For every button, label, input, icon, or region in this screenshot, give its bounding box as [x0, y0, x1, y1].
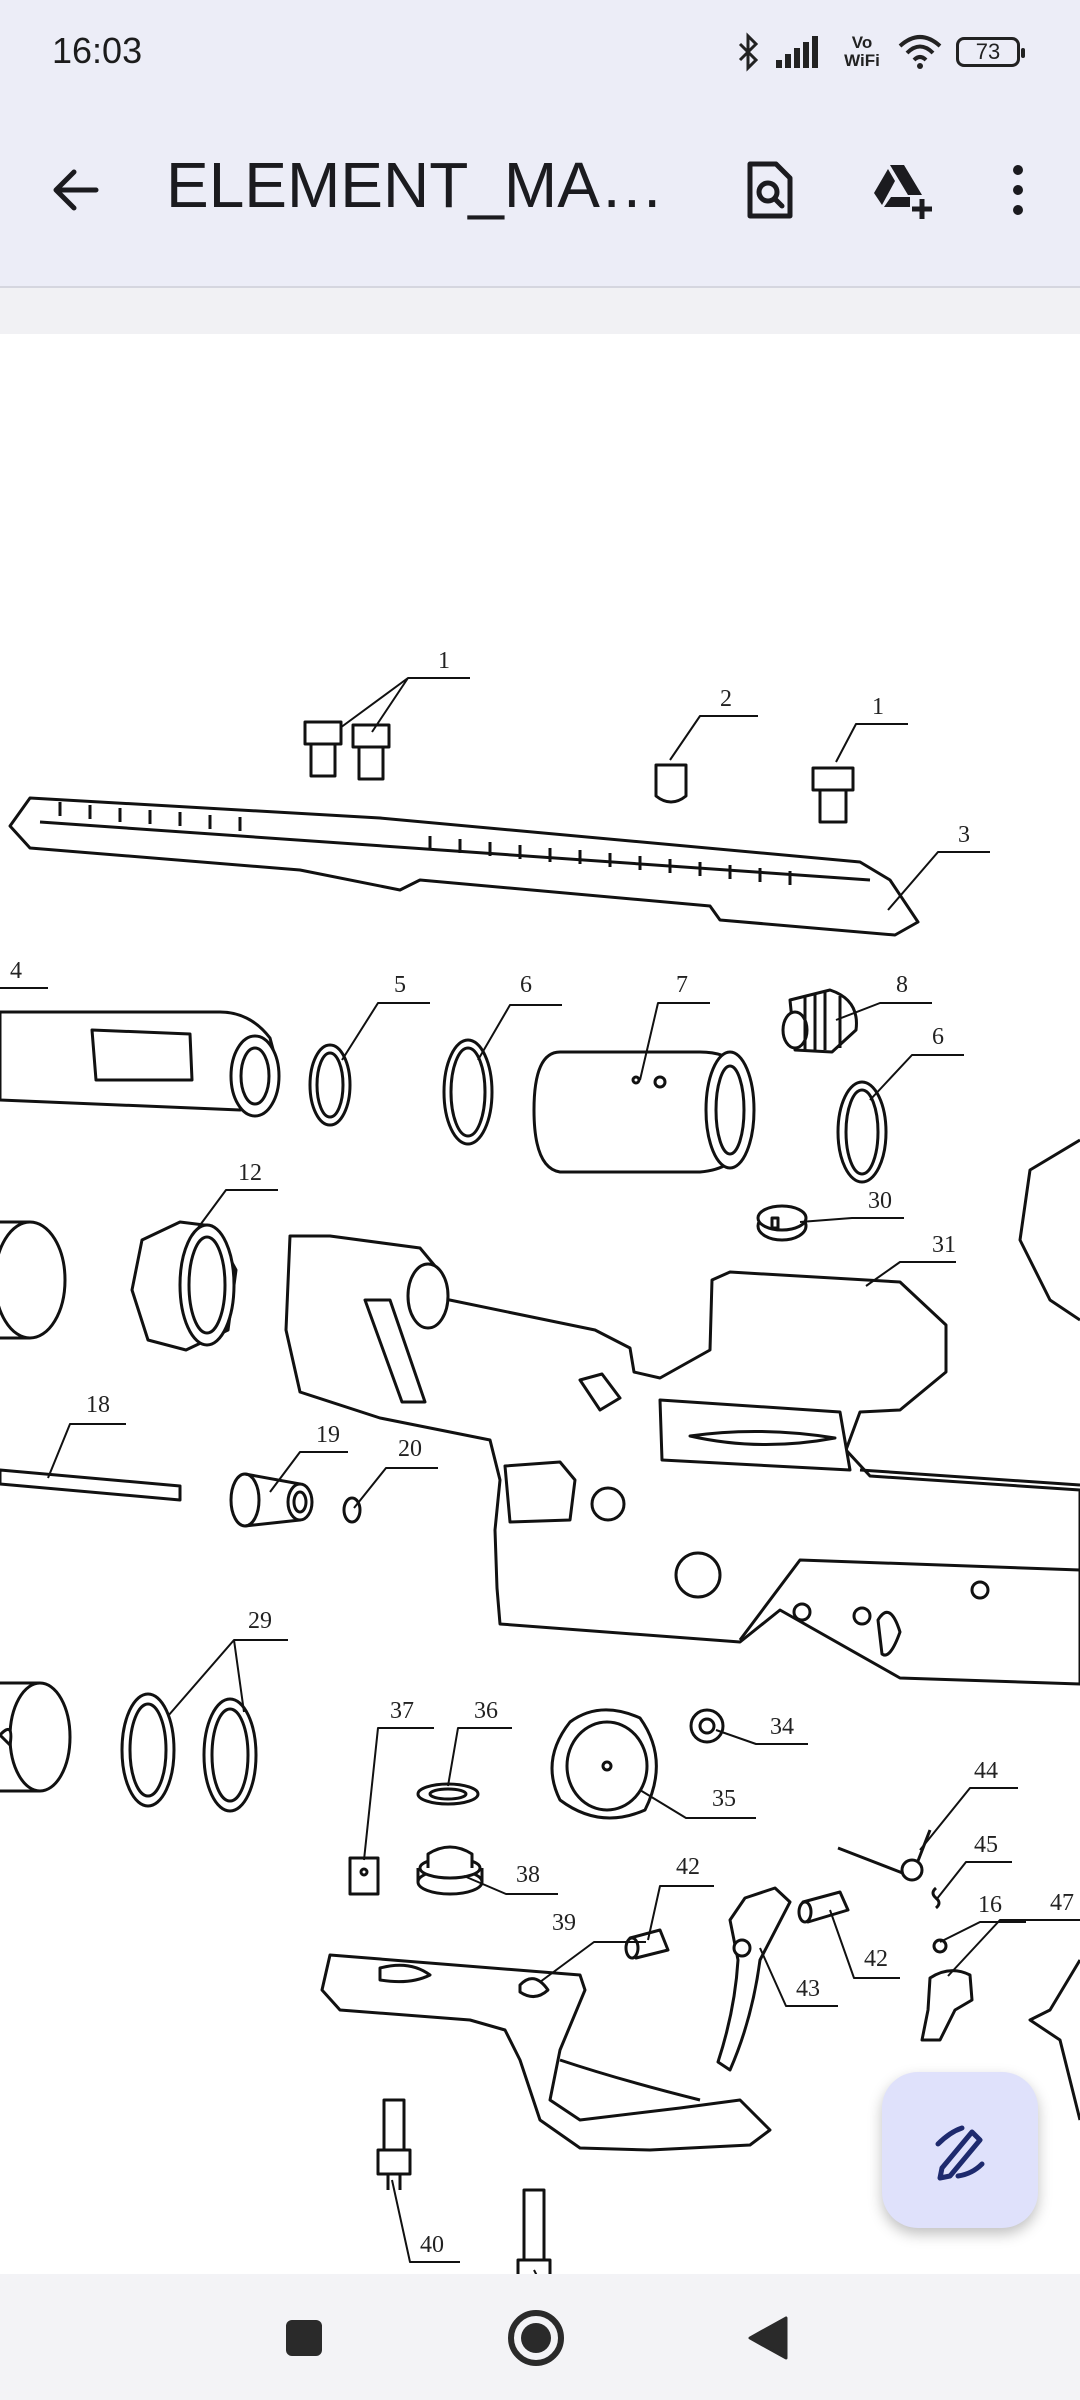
part-pin-37: [348, 1856, 380, 1896]
part-sear-47: [920, 1969, 974, 2042]
exploded-parts-diagram: 1 2 1 3 4 5 6 7 8 6 12 30 31 18 19 20 29…: [0, 648, 1080, 2274]
part-label: 36: [474, 1698, 498, 1724]
part-spring-44: [837, 1829, 932, 1882]
part-label: 38: [516, 1862, 540, 1888]
part-label: 3: [958, 822, 970, 848]
back-nav-button[interactable]: [728, 2298, 808, 2378]
part-o-ring-6b: [836, 1080, 888, 1184]
part-label: 43: [796, 1976, 820, 2002]
part-trigger-43: [716, 1886, 792, 2072]
part-label: 29: [248, 1608, 272, 1634]
part-bushing-19: [229, 1472, 314, 1528]
part-label: 30: [868, 1188, 892, 1214]
wifi-icon: [898, 35, 942, 69]
part-pin-42a: [624, 1928, 670, 1960]
part-label: 20: [398, 1436, 422, 1462]
signal-icon: [776, 36, 818, 68]
part-label: 42: [676, 1854, 700, 1880]
status-time: 16:03: [52, 30, 143, 71]
part-label: 44: [974, 1758, 998, 1784]
part-o-ring-20: [342, 1496, 362, 1524]
part-label: 37: [390, 1698, 414, 1724]
document-page[interactable]: 1 2 1 3 4 5 6 7 8 6 12 30 31 18 19 20 29…: [0, 334, 1080, 2274]
part-receiver-body: [284, 1234, 1080, 1686]
part-receiver-tube: [0, 1010, 281, 1118]
part-screw-1b: [811, 766, 855, 824]
annotate-pen-icon: [935, 2125, 985, 2181]
more-options-button[interactable]: [978, 150, 1058, 230]
status-icons: Vo WiFi 73: [736, 28, 1025, 76]
part-o-ring-6: [442, 1038, 494, 1146]
volte-wifi-label: Vo WiFi: [844, 33, 880, 70]
part-label: 7: [676, 972, 688, 998]
part-label: 19: [316, 1422, 340, 1448]
part-label: 1: [438, 648, 450, 674]
part-label: 5: [394, 972, 406, 998]
part-label: 40: [420, 2232, 444, 2258]
part-ring-left: [0, 1220, 67, 1340]
part-rail: [8, 796, 920, 937]
part-label: 6: [520, 972, 532, 998]
part-nut-34: [689, 1708, 725, 1744]
recents-button[interactable]: [264, 2298, 344, 2378]
part-nut-2: [654, 763, 688, 804]
part-screw-pair: [303, 720, 391, 781]
part-label: 18: [86, 1392, 110, 1418]
part-ball-16: [932, 1938, 948, 1954]
more-vert-icon: [1013, 165, 1023, 215]
part-cylinder-7: [532, 1050, 756, 1174]
back-arrow-icon: [53, 169, 99, 211]
part-o-rings-29: [120, 1692, 258, 1813]
part-label: 42: [864, 1946, 888, 1972]
part-label: 35: [712, 1786, 736, 1812]
part-label: 12: [238, 1160, 262, 1186]
part-label: 47: [1050, 1890, 1074, 1916]
home-circle-icon: [508, 2310, 564, 2366]
annotate-fab[interactable]: [882, 2072, 1038, 2228]
part-label: 6: [932, 1024, 944, 1050]
part-label: 1: [872, 694, 884, 720]
part-washer-36: [416, 1782, 480, 1806]
part-trigger-guard: [320, 1953, 772, 2152]
part-o-ring-5: [308, 1043, 352, 1127]
part-nut-12: [130, 1220, 238, 1352]
find-in-document-button[interactable]: [730, 150, 810, 230]
add-to-drive-button[interactable]: [862, 150, 942, 230]
back-triangle-icon: [748, 2316, 788, 2360]
part-knob-35: [550, 1708, 658, 1820]
app-bar: ELEMENT_MAX....: [0, 100, 1080, 288]
part-screw-41: [516, 2188, 552, 2274]
part-knob-8: [781, 988, 858, 1054]
part-label: 8: [896, 972, 908, 998]
part-label: 16: [978, 1892, 1002, 1918]
page-separator: [0, 288, 1080, 334]
back-button[interactable]: [40, 154, 112, 226]
home-button[interactable]: [496, 2298, 576, 2378]
part-label: 39: [552, 1910, 576, 1936]
recents-square-icon: [286, 2320, 322, 2356]
document-title: ELEMENT_MAX....: [166, 149, 686, 221]
part-ring-left-29: [0, 1681, 72, 1793]
part-rod-18: [0, 1468, 182, 1502]
part-label: 2: [720, 686, 732, 712]
part-spring-45: [931, 1886, 941, 1910]
add-to-drive-icon: [874, 165, 932, 219]
part-pin-42b: [797, 1890, 850, 1924]
part-plug-38: [416, 1845, 484, 1896]
part-label: 34: [770, 1714, 794, 1740]
part-screw-40: [376, 2098, 412, 2190]
part-nut-30: [756, 1204, 808, 1242]
battery-icon: 73: [956, 37, 1025, 67]
find-in-document-icon: [747, 161, 793, 219]
part-label: 45: [974, 1832, 998, 1858]
part-label: 31: [932, 1232, 956, 1258]
system-nav-bar: [0, 2274, 1080, 2400]
part-label: 4: [10, 958, 22, 984]
bluetooth-icon: [738, 32, 759, 72]
status-bar: 16:03 Vo WiFi 73: [0, 0, 1080, 100]
